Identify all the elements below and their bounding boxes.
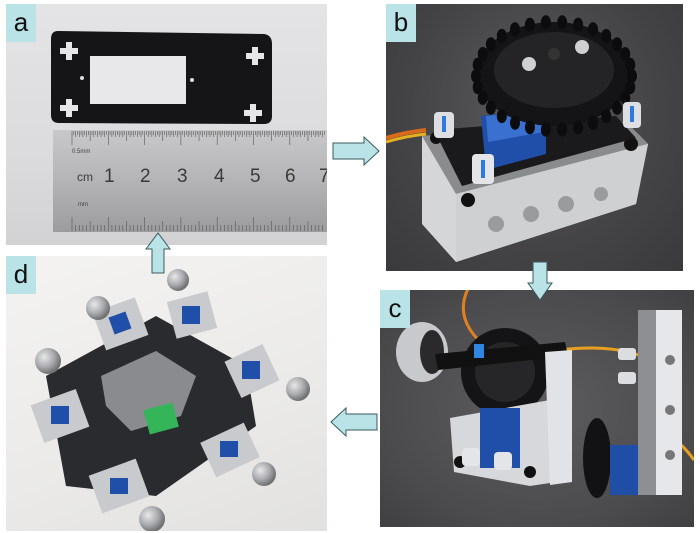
panel-b-servo-module-photo: b: [386, 4, 683, 271]
lego-beam: [435, 342, 568, 370]
arrow-down-b-to-c-icon: [527, 261, 553, 301]
arrow-left-c-to-d-icon: [330, 407, 378, 437]
ruler-number: 2: [140, 166, 151, 187]
connector-pins: [434, 102, 641, 184]
ruler-unit-mm: mm: [78, 202, 88, 208]
arrow-up-d-to-a-icon: [145, 232, 171, 274]
panel-a-plate-photo: 0.5mm cm mm 1 2 3 4 5 6 7 a: [6, 4, 327, 245]
robot-illustration: [30, 269, 310, 531]
ruler-number: 3: [177, 166, 188, 187]
panel-d-assembled-robot-photo: d: [6, 256, 327, 531]
spherical-feet: [35, 269, 310, 531]
joint-module-illustration: [396, 290, 694, 498]
panel-label-d: d: [6, 256, 36, 294]
plate-illustration: [51, 31, 327, 232]
arrow-right-a-to-b-icon: [332, 136, 380, 166]
ruler-number: 7: [319, 166, 327, 187]
ruler-number: 1: [104, 166, 115, 187]
plate-window: [90, 56, 186, 104]
panel-label-c: c: [380, 290, 410, 328]
ruler-number: 6: [285, 166, 296, 187]
battery-pack: [143, 402, 179, 435]
ruler-number: 4: [214, 166, 225, 187]
cross-holes: [60, 42, 264, 122]
panel-label-b: b: [386, 4, 416, 42]
panel-c-joint-module-photo: c: [380, 290, 694, 527]
small-wheel: [583, 418, 611, 498]
ruler-number: 5: [250, 166, 261, 187]
ruler-precision-label: 0.5mm: [72, 149, 91, 155]
servo-module-illustration: [386, 15, 648, 262]
panel-label-a: a: [6, 4, 36, 42]
ruler-unit-cm: cm: [77, 170, 93, 184]
